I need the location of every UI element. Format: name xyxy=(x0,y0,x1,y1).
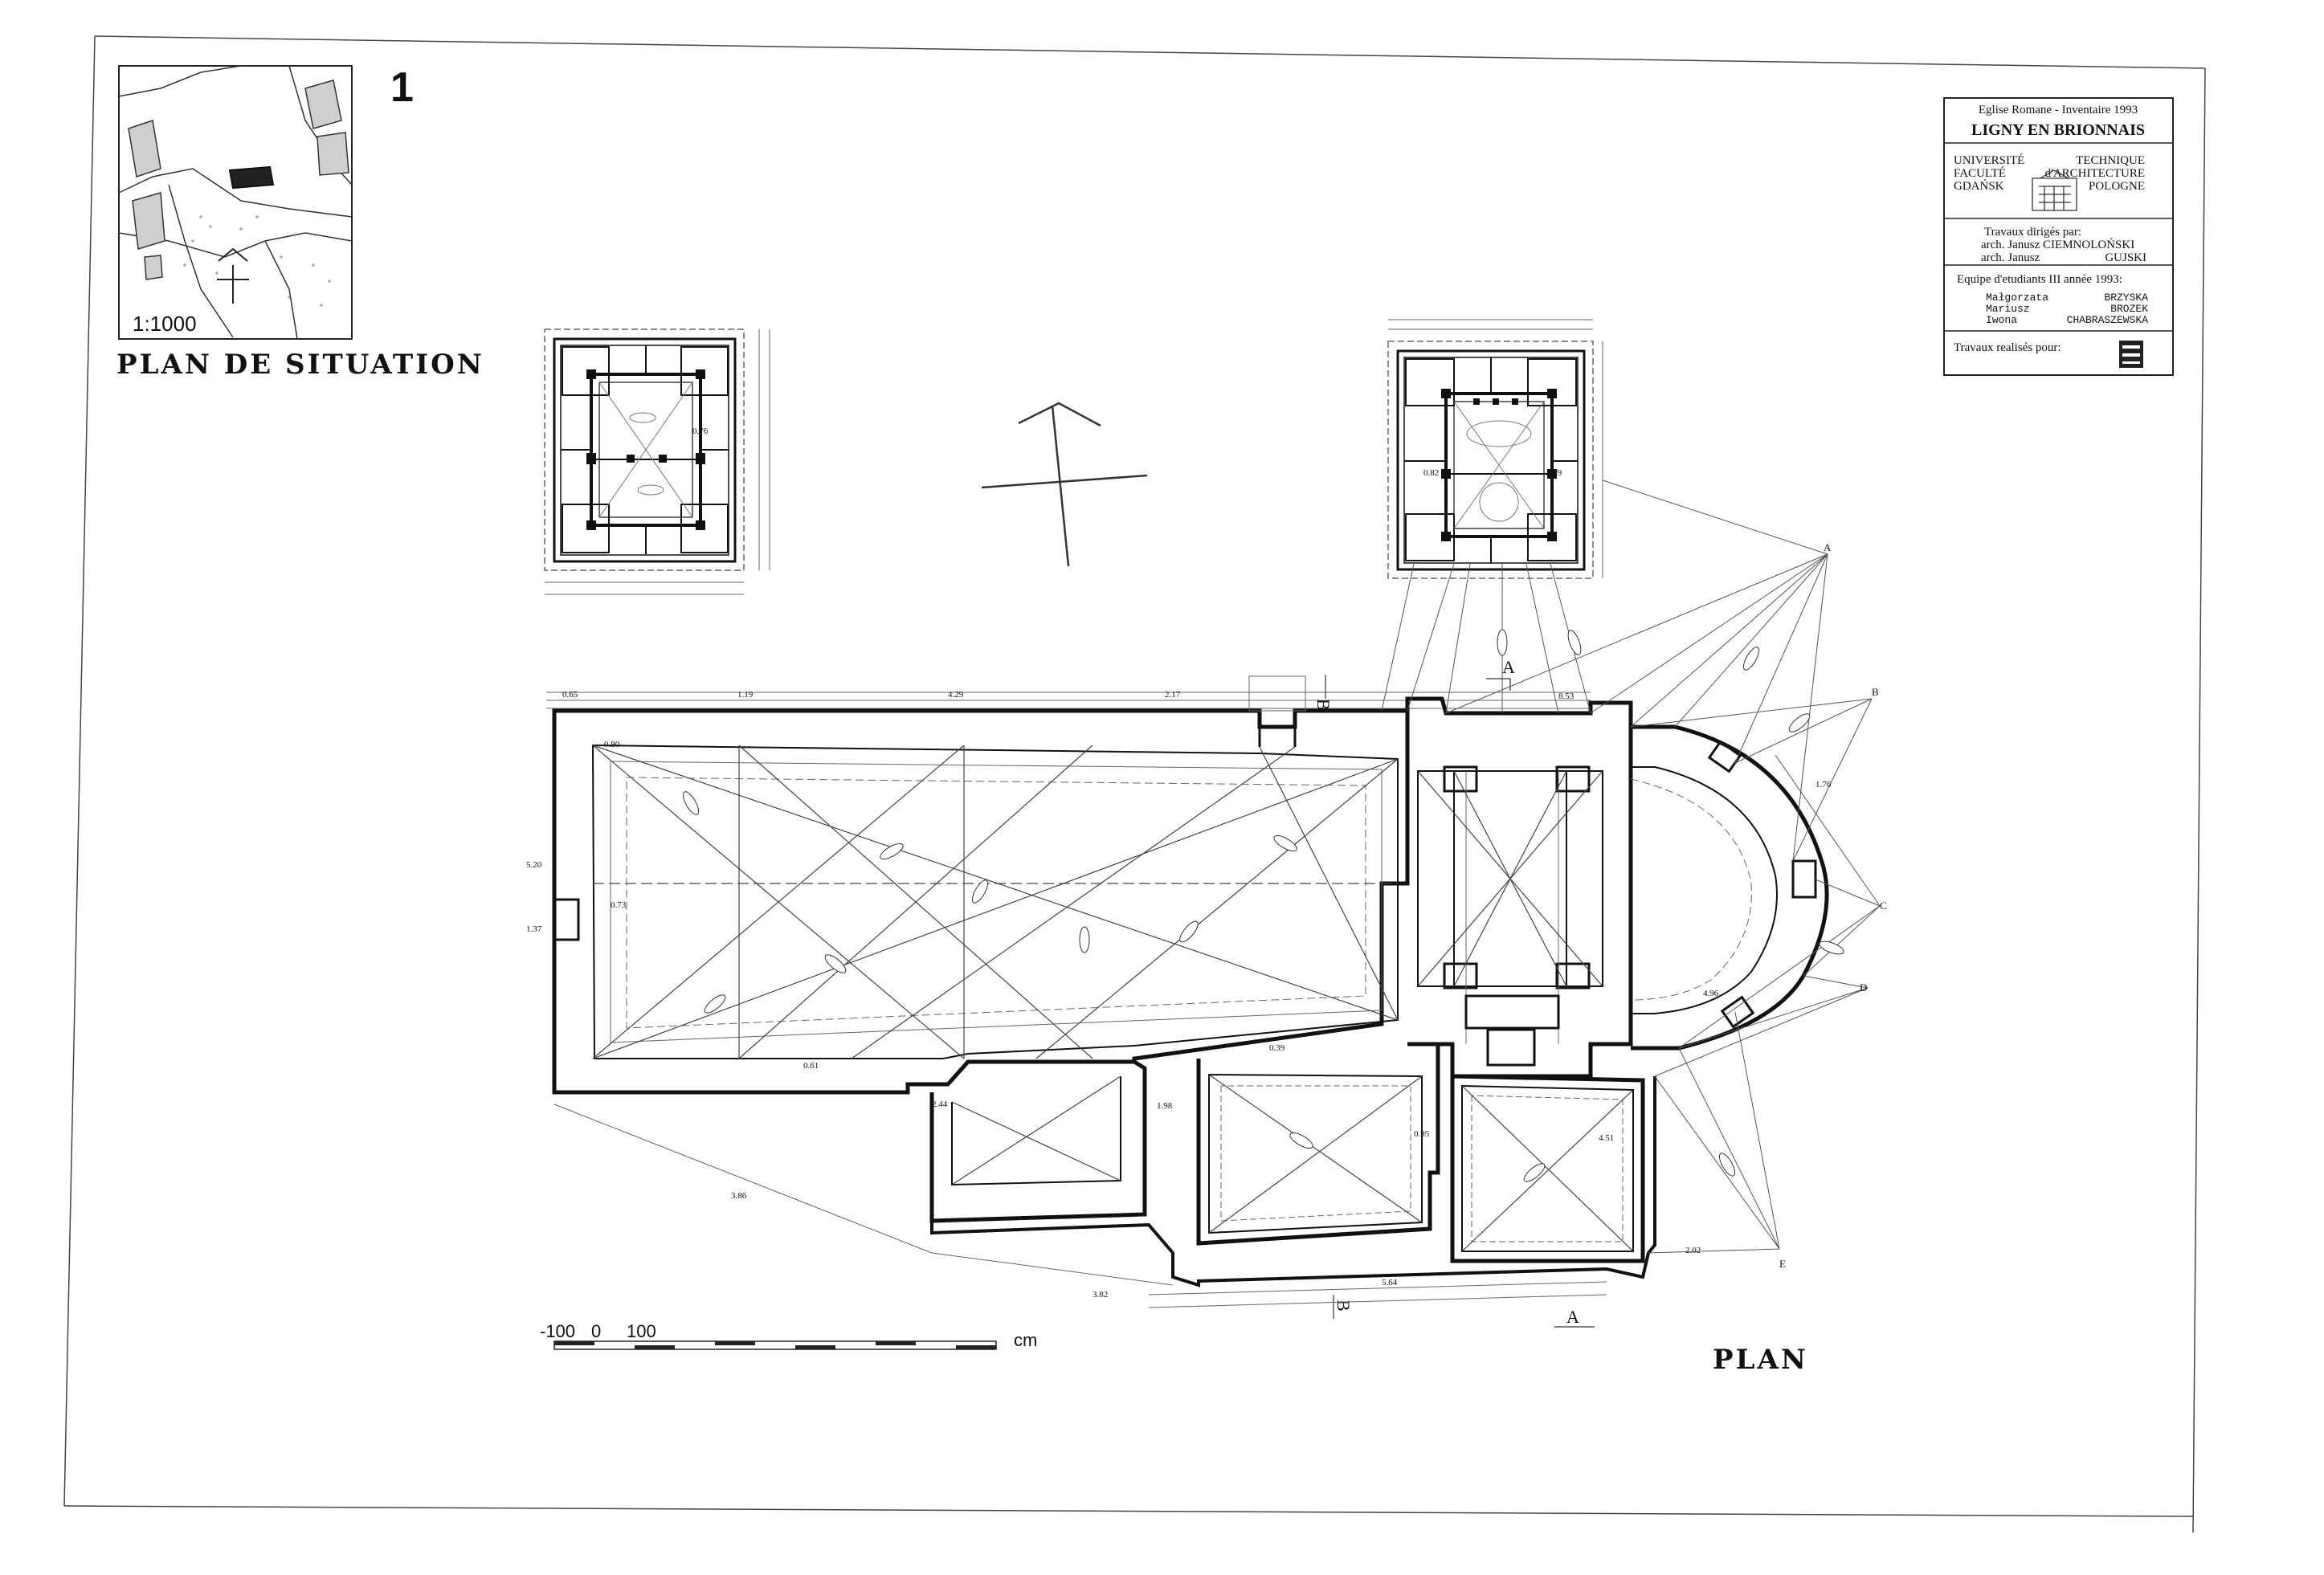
dim-14: 4.51 xyxy=(1599,1133,1614,1143)
church-plan: 0.65 1.19 4.29 2.17 0.80 0.76 0.82 3.79 … xyxy=(526,426,1887,1328)
station-d: D xyxy=(1860,981,1867,994)
station-a: A xyxy=(1824,541,1832,553)
cartouche-line1: Eglise Romane - Inventaire 1993 xyxy=(1979,104,2138,116)
dim-13: 0.95 xyxy=(1414,1129,1430,1139)
section-mark-b-bottom: B xyxy=(1334,1300,1354,1312)
scale-label-neg: -100 xyxy=(540,1321,575,1341)
uni-left-2: FACULTÉ xyxy=(1954,166,2006,180)
north-arrow xyxy=(981,402,1148,567)
dim-11: 2.44 xyxy=(932,1100,948,1109)
dim-0: 0.65 xyxy=(562,690,578,700)
tower-plan-left xyxy=(544,328,770,595)
dim-2: 4.29 xyxy=(948,690,964,700)
student-2-last: BROZEK xyxy=(2110,303,2148,315)
dim-15: 3.86 xyxy=(731,1191,747,1201)
station-c: C xyxy=(1880,900,1887,912)
survey-stations: A B C D E xyxy=(1779,541,1887,1270)
dim-9: 1.37 xyxy=(526,924,542,934)
dim-12: 1.98 xyxy=(1157,1101,1173,1111)
sheet-number: 1 xyxy=(390,64,414,111)
situation-church-block xyxy=(228,165,275,190)
station-e: E xyxy=(1779,1258,1786,1270)
team-label: Equipe d'etudiants III année 1993: xyxy=(1957,273,2122,286)
student-3-last: CHABRASZEWSKA xyxy=(2067,314,2149,326)
dim-18: 1.76 xyxy=(1815,780,1832,790)
scale-label-pos: 100 xyxy=(627,1321,656,1341)
dim-7: 3.79 xyxy=(1546,468,1562,478)
dimension-bubbles xyxy=(682,629,1844,1182)
dim-10: 0.73 xyxy=(611,900,627,910)
cartouche: Eglise Romane - Inventaire 1993 LIGNY EN… xyxy=(1943,97,2174,376)
scale-label-zero: 0 xyxy=(591,1321,601,1341)
dim-5: 0.76 xyxy=(692,426,709,436)
student-1-first: Małgorzata xyxy=(1986,292,2048,304)
section-mark-a-bottom: A xyxy=(1566,1307,1579,1327)
dim-17: 5.64 xyxy=(1382,1278,1398,1287)
scale-bar: -100 0 100 cm xyxy=(540,1321,1037,1350)
situation-caption: PLAN DE SITUATION xyxy=(116,349,484,381)
section-mark-a-top: A xyxy=(1502,657,1515,677)
student-1-last: BRZYSKA xyxy=(2104,292,2148,304)
cartouche-title: LIGNY EN BRIONNAIS xyxy=(1971,121,2145,139)
dim-20: 4.96 xyxy=(1703,989,1719,998)
uni-left-3: GDAŃSK xyxy=(1954,179,2004,193)
dim-21: 0.61 xyxy=(803,1061,819,1071)
uni-left-1: UNIVERSITÉ xyxy=(1954,153,2024,167)
situation-stipple xyxy=(183,215,331,307)
uni-right-1: TECHNIQUE xyxy=(2076,154,2145,167)
university-emblem xyxy=(2032,169,2077,211)
directed-label: Travaux dirigés par: xyxy=(1984,226,2081,239)
student-3-first: Iwona xyxy=(1986,314,2017,326)
dim-3: 2.17 xyxy=(1165,690,1181,700)
situation-north-arrow xyxy=(217,247,249,304)
dim-16: 3.82 xyxy=(1093,1290,1108,1300)
dim-19: 8.53 xyxy=(1558,692,1575,701)
situation-buildings xyxy=(128,80,349,280)
station-b: B xyxy=(1872,686,1879,698)
director-2-last: GUJSKI xyxy=(2105,251,2146,264)
dim-6: 0.82 xyxy=(1423,468,1439,478)
nave-triangulation xyxy=(592,745,1399,1059)
dim-8: 5.20 xyxy=(526,860,542,870)
dim-4: 0.80 xyxy=(604,740,620,749)
section-mark-b-top: B xyxy=(1313,699,1334,711)
director-2-first: arch. Janusz xyxy=(1981,251,2040,264)
scale-unit: cm xyxy=(1014,1330,1037,1350)
director-1: arch. Janusz CIEMNOLOŃSKI xyxy=(1981,238,2134,251)
plan-caption: PLAN xyxy=(1713,1344,1808,1376)
sheet-border xyxy=(63,35,2206,1533)
realised-label: Travaux realisés pour: xyxy=(1954,341,2061,354)
situation-scale: 1:1000 xyxy=(133,312,197,336)
situation-map: 1:1000 PLAN DE SITUATION xyxy=(116,65,484,381)
uni-right-2: d'ARCHITECTURE xyxy=(2045,167,2145,180)
dim-22: 0.39 xyxy=(1269,1043,1285,1053)
tower-plan-right xyxy=(1387,319,1603,579)
dim-23: 2.02 xyxy=(1685,1246,1701,1255)
student-2-first: Mariusz xyxy=(1986,303,2030,315)
dim-1: 1.19 xyxy=(737,690,754,700)
sponsor-logo xyxy=(2119,341,2143,368)
uni-right-3: POLOGNE xyxy=(2089,180,2145,193)
